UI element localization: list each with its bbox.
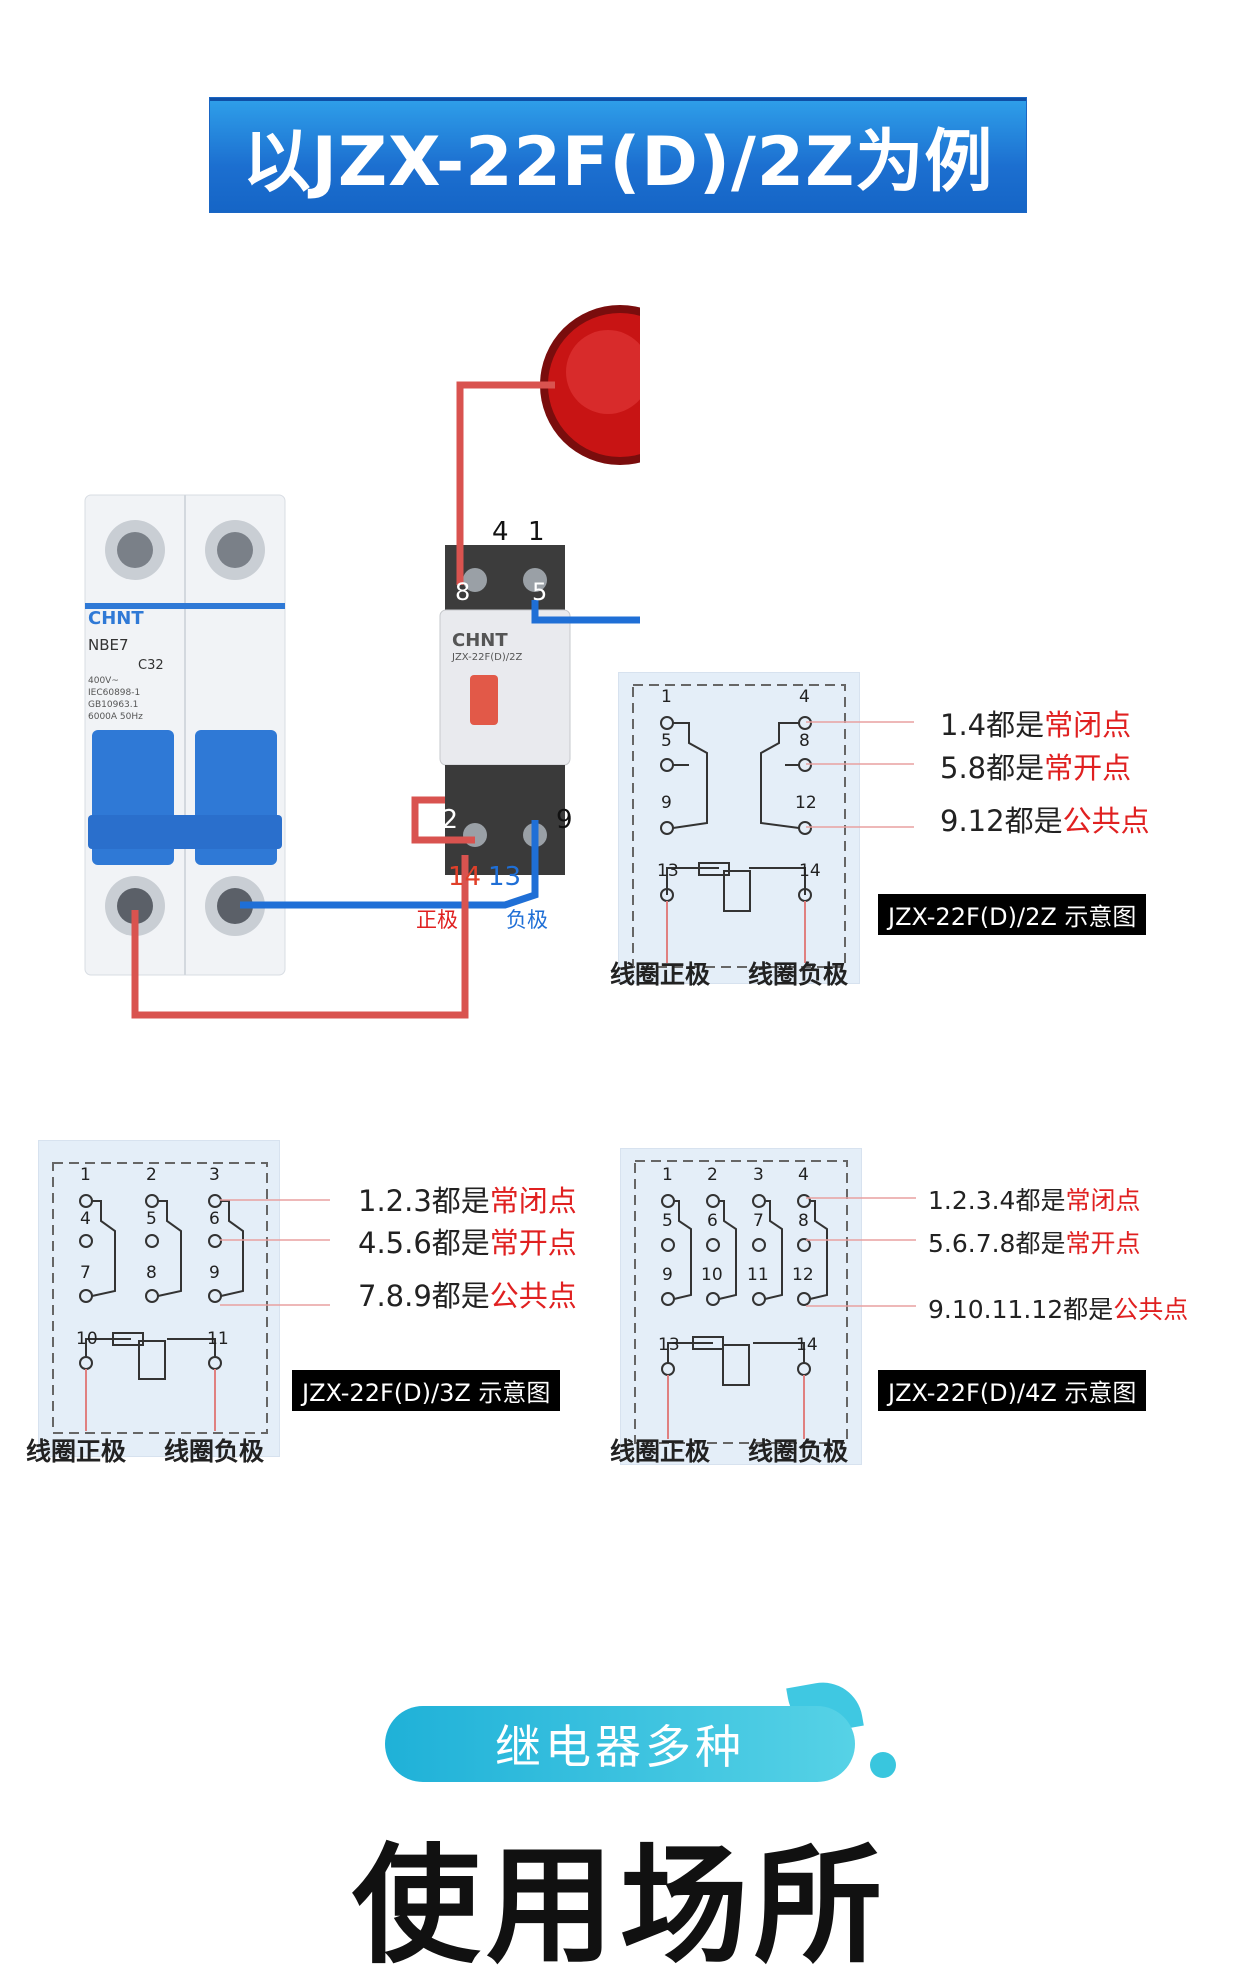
breaker-spec1: 400V~ [88,676,119,686]
pin-6: 6 [209,1209,220,1229]
pin-9: 9 [662,1265,673,1285]
pin-1: 1 [662,1165,673,1185]
note-3z-com: 7.8.9都是公共点 [358,1279,577,1313]
relay-icon [439,545,571,875]
pin-11: 11 [747,1265,769,1285]
pin-3: 3 [753,1165,764,1185]
note-2z-no: 5.8都是常开点 [940,751,1132,785]
pin-9: 9 [209,1263,220,1283]
wire-positive-label: 正极 [416,908,458,932]
note-4z-com: 9.10.11.12都是公共点 [928,1295,1189,1324]
pin-8: 8 [798,1211,809,1231]
caption-3z: JZX-22F(D)/3Z 示意图 [292,1370,561,1411]
title-banner: 以JZX-22F(D)/2Z为例 [210,98,1026,212]
breaker-model: NBE7 [88,636,129,654]
note-4z-no: 5.6.7.8都是常开点 [928,1229,1141,1258]
breaker-spec3: GB10963.1 [88,700,139,710]
pin-12: 12 [795,793,817,813]
pin-12: 12 [792,1265,814,1285]
wiring-illustration [84,305,640,1019]
red-wire-lamp [456,381,555,585]
pin-3: 3 [209,1165,220,1185]
breaker-spec4: 6000A 50Hz [88,712,143,722]
pin-6: 6 [707,1211,718,1231]
relay-brand: CHNT [452,630,508,651]
pin-2: 2 [146,1165,157,1185]
coil-positive-label-4z: 线圈正极 [610,1437,711,1466]
pin-1: 1 [80,1165,91,1185]
pin-13: 13 [658,1335,680,1355]
coil-negative-label-3z: 线圈负极 [164,1437,265,1466]
coil-negative-label-2z: 线圈负极 [748,960,849,989]
terminal-1: 1 [528,517,545,547]
note-4z-nc: 1.2.3.4都是常闭点 [928,1186,1141,1215]
coil-positive-label-2z: 线圈正极 [610,960,711,989]
note-2z-nc: 1.4都是常闭点 [940,708,1132,742]
note-2z-com: 9.12都是公共点 [940,804,1150,838]
pin-7: 7 [753,1211,764,1231]
banner-title: 以JZX-22F(D)/2Z为例 [242,122,994,202]
pin-4: 4 [80,1209,91,1229]
pin-8: 8 [146,1263,157,1283]
terminal-8: 8 [455,578,471,606]
pin-11: 11 [207,1329,229,1349]
terminal-13: 13 [488,862,522,892]
terminal-4: 4 [492,517,509,547]
red-wire-breaker [131,855,469,1019]
caption-2z: JZX-22F(D)/2Z 示意图 [878,894,1147,935]
pin-5: 5 [662,1211,673,1231]
section-pill: 继电器多种 [385,1706,855,1782]
pin-1: 1 [661,687,672,707]
pin-14: 14 [796,1335,818,1355]
pin-5: 5 [146,1209,157,1229]
blue-wire-lamp [531,600,640,624]
breaker-spec2: IEC60898-1 [88,688,141,698]
pin-8: 8 [799,731,810,751]
terminal-9: 9 [556,805,573,835]
pin-2: 2 [707,1165,718,1185]
terminal-12: 12 [425,805,459,835]
leader-lines-2z [806,721,914,828]
breaker-brand: CHNT [88,608,144,629]
section-pill-text: 继电器多种 [495,1720,745,1774]
indicator-lamp-icon [540,305,640,465]
leader-lines-3z [220,1199,330,1306]
schematic-3z: 1 2 3 4 5 6 7 8 9 10 11 [38,1140,280,1457]
pin-14: 14 [799,861,821,881]
pin-4: 4 [799,687,810,707]
section-title: 使用场所 [351,1832,888,1981]
coil-positive-label-3z: 线圈正极 [26,1437,127,1466]
pin-7: 7 [80,1263,91,1283]
relay-model: JZX-22F(D)/2Z [452,652,523,663]
leader-lines-4z [806,1197,916,1307]
pin-4: 4 [798,1165,809,1185]
caption-4z: JZX-22F(D)/4Z 示意图 [878,1370,1147,1411]
circuit-breaker-icon [84,494,286,976]
pin-5: 5 [661,731,672,751]
pin-9: 9 [661,793,672,813]
terminal-14: 14 [448,862,482,892]
terminal-5: 5 [532,578,548,606]
coil-negative-label-4z: 线圈负极 [748,1437,849,1466]
note-3z-nc: 1.2.3都是常闭点 [358,1184,577,1218]
pin-10: 10 [701,1265,723,1285]
decorative-dot-icon [870,1752,896,1778]
pin-10: 10 [76,1329,98,1349]
red-wire-jumper [411,796,475,844]
note-3z-no: 4.5.6都是常开点 [358,1226,577,1260]
schematic-2z: 1 4 5 8 9 12 13 14 [618,672,860,984]
wire-negative-label: 负极 [506,908,548,932]
pin-13: 13 [657,861,679,881]
blue-wire-breaker [240,820,539,909]
breaker-rating: C32 [138,658,164,673]
